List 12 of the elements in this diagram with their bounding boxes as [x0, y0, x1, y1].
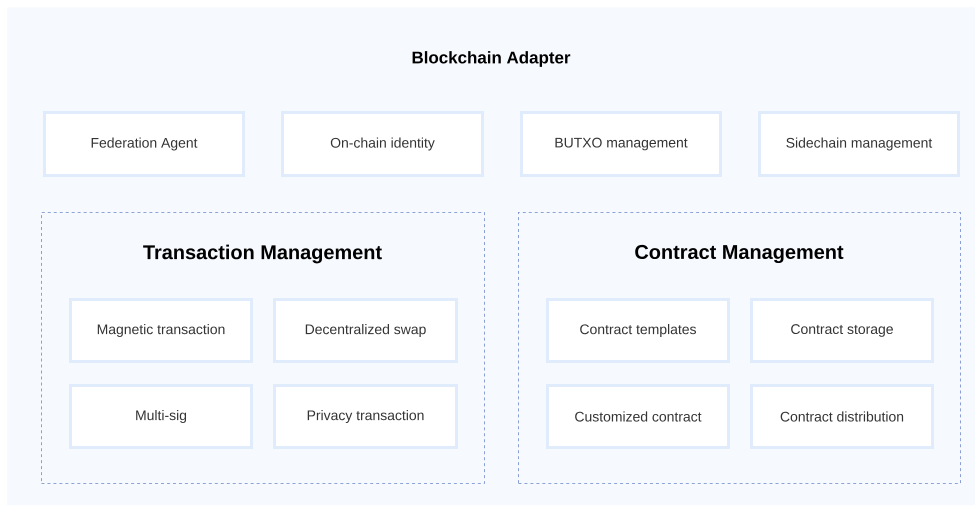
component-box: Magnetic transaction — [69, 298, 253, 363]
component-box: BUTXO management — [520, 111, 722, 177]
component-box: Contract distribution — [750, 384, 934, 449]
component-box: Privacy transaction — [273, 384, 458, 449]
component-box: Sidechain management — [758, 111, 960, 177]
component-box: On-chain identity — [281, 111, 484, 177]
component-box: Federation Agent — [43, 111, 245, 177]
component-box: Multi-sig — [69, 384, 253, 449]
component-box: Contract templates — [546, 298, 730, 363]
component-box: Decentralized swap — [273, 298, 458, 363]
component-box: Contract storage — [750, 298, 934, 363]
component-box: Customized contract — [546, 384, 730, 449]
